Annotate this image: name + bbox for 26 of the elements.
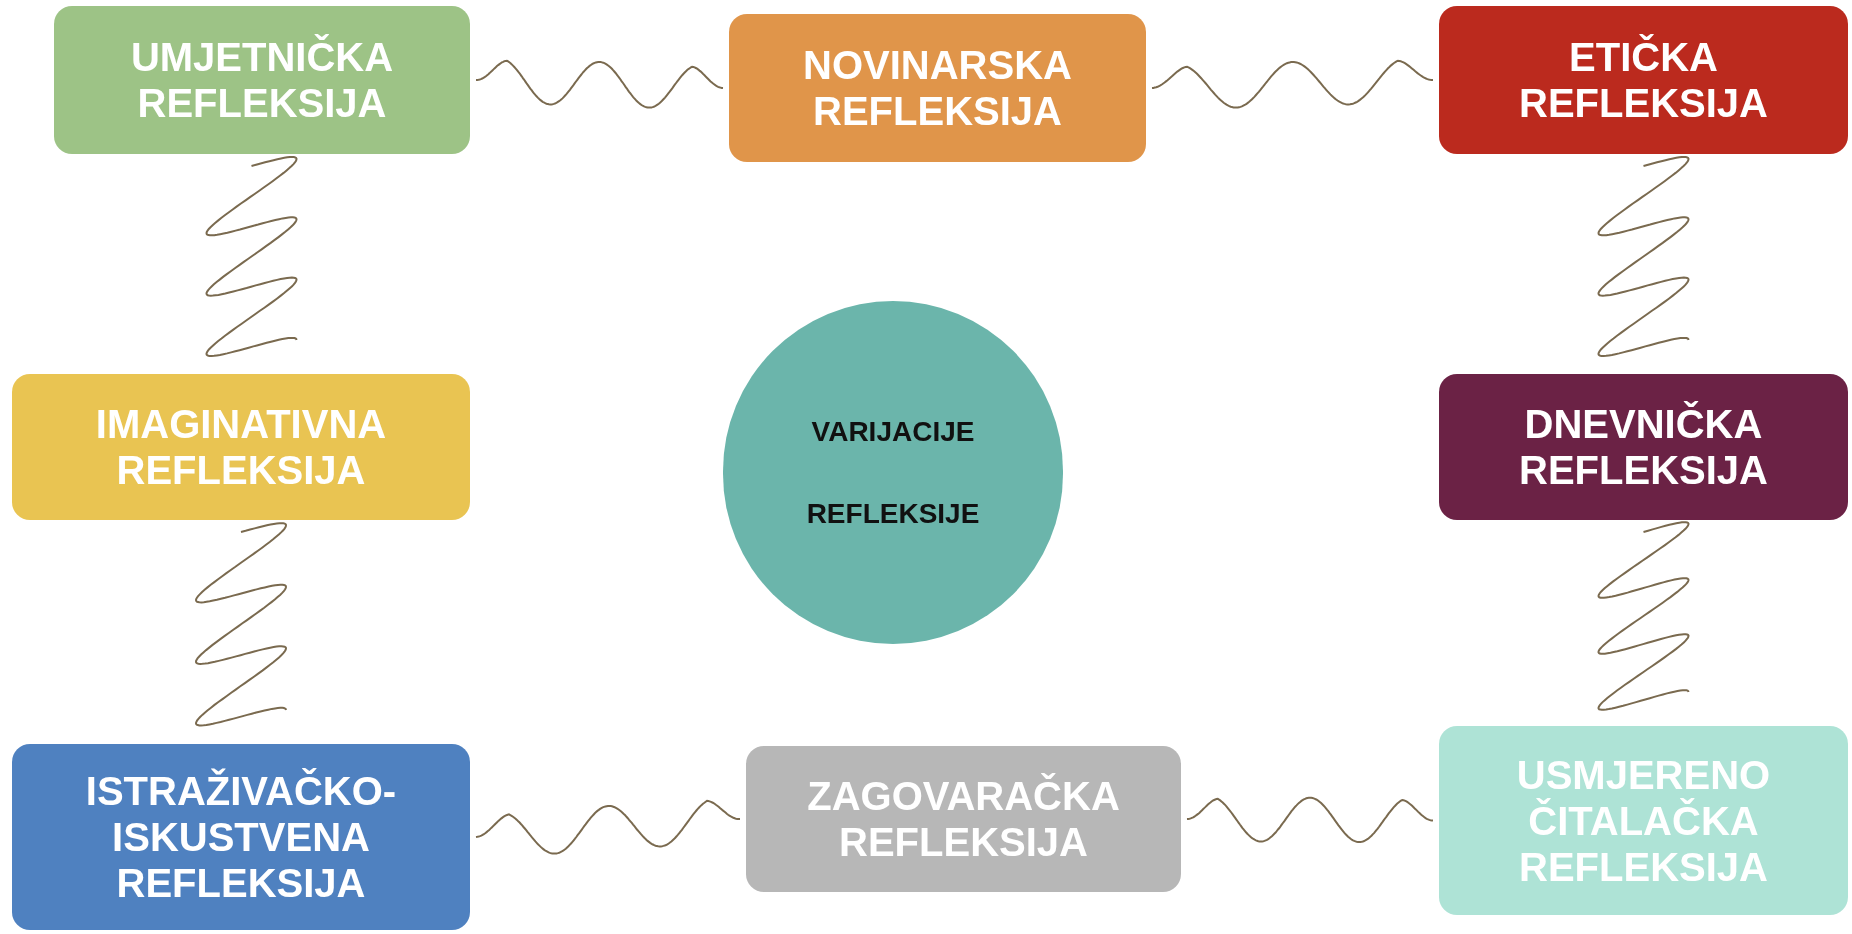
box-label: ETIČKA REFLEKSIJA	[1518, 34, 1769, 126]
squiggly-connector	[475, 59, 724, 109]
box-label: ISTRAŽIVAČKO- ISKUSTVENA REFLEKSIJA	[84, 768, 398, 906]
box-label: UMJETNIČKA REFLEKSIJA	[129, 34, 395, 126]
box-label: REFLEKSIJE	[806, 496, 980, 531]
squiggly-connector	[1597, 521, 1690, 711]
squiggly-connector	[1597, 155, 1690, 357]
box-label: NOVINARSKA REFLEKSIJA	[802, 42, 1073, 134]
box-label: ZAGOVARAČKA REFLEKSIJA	[806, 773, 1121, 865]
squiggly-connector	[475, 799, 741, 855]
category-box	[1439, 374, 1848, 520]
category-box	[54, 6, 470, 154]
squiggly-connector	[1151, 59, 1434, 109]
category-box	[729, 14, 1146, 162]
box-label: USMJERENO ČITALAČKA REFLEKSIJA	[1515, 751, 1772, 890]
box-label: DNEVNIČKA REFLEKSIJA	[1518, 401, 1769, 493]
category-box	[12, 374, 470, 520]
squiggly-connector	[194, 522, 288, 727]
category-box	[12, 744, 470, 930]
squiggly-connector	[1186, 796, 1434, 843]
box-label: VARIJACIJE	[811, 414, 975, 449]
box-label: IMAGINATIVNA REFLEKSIJA	[94, 401, 388, 493]
category-box	[1439, 6, 1848, 154]
category-box	[1439, 726, 1848, 915]
category-box	[746, 746, 1181, 892]
squiggly-connector	[205, 155, 298, 357]
